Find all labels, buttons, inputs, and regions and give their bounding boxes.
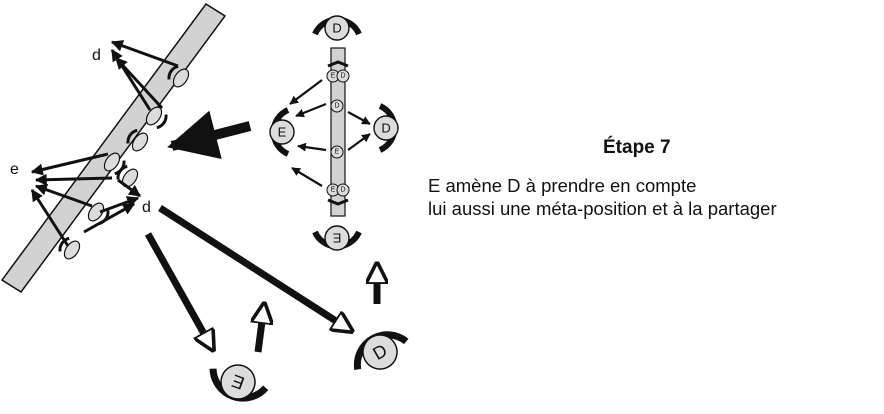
svg-text:E: E — [278, 125, 287, 140]
person-e-left: E — [269, 107, 295, 157]
arrows-to-d-top — [110, 40, 179, 111]
arrows-axis-to-d — [347, 111, 371, 151]
person-e-bottom-left: E — [209, 364, 269, 402]
arrow — [99, 196, 140, 214]
svg-text:E: E — [332, 231, 341, 246]
arrow — [347, 111, 371, 125]
bottom-arrows — [144, 205, 377, 353]
svg-text:D: D — [332, 21, 341, 36]
center-perspective-group: D E E D E D D — [269, 15, 399, 251]
arrow-down-to-e — [144, 232, 212, 348]
person-d-top: D — [312, 15, 362, 41]
band-person-3 — [126, 128, 149, 152]
arrow — [347, 133, 371, 151]
label-d-mid: d — [142, 199, 151, 216]
person-d-bottom-right: D — [353, 331, 409, 371]
person-e-bottom: E — [312, 225, 362, 251]
arrow — [289, 79, 323, 105]
svg-text:D: D — [340, 73, 345, 80]
svg-text:E: E — [331, 187, 336, 194]
svg-text:E: E — [335, 149, 340, 156]
svg-text:D: D — [340, 187, 345, 194]
diagonal-band — [0, 2, 227, 294]
vertical-band — [330, 47, 346, 217]
caption-line-1: E amène D à prendre en compte — [428, 175, 697, 196]
arrow-down-to-d — [158, 205, 350, 330]
arrow — [30, 152, 109, 176]
axis-marker-ed-bottom: E D — [326, 183, 350, 206]
label-d-top: d — [92, 47, 101, 64]
svg-text:D: D — [334, 103, 339, 110]
arrow — [117, 178, 141, 198]
arrow — [114, 56, 164, 110]
axis-marker-ed-top: E D — [326, 60, 350, 83]
arrow — [291, 167, 323, 187]
person-d-right: D — [373, 103, 399, 153]
arrow-center-to-left — [167, 110, 252, 160]
arrows-to-d-mid — [83, 178, 141, 234]
axis-marker-e: E — [330, 145, 344, 159]
caption-line-2: lui aussi une méta-position et à la part… — [428, 198, 777, 219]
arrow-up-from-e — [258, 306, 264, 353]
arrow — [295, 102, 327, 118]
arrow — [167, 110, 252, 160]
svg-text:D: D — [381, 121, 390, 136]
arrow — [34, 173, 113, 186]
arrow — [83, 202, 136, 234]
svg-text:E: E — [331, 73, 336, 80]
left-perspective-cluster: d e d — [0, 2, 227, 294]
axis-marker-d: D — [330, 99, 344, 113]
arrow — [297, 142, 327, 152]
arrow — [34, 183, 93, 208]
arrows-e-to-axis — [289, 79, 327, 187]
band-person-5 — [116, 164, 139, 188]
label-e-left: e — [10, 161, 19, 178]
arrow — [110, 40, 179, 68]
arrows-to-e — [30, 152, 113, 247]
arrow — [30, 188, 70, 247]
band-person-2 — [145, 106, 168, 130]
step-title: Étape 7 — [603, 137, 671, 158]
